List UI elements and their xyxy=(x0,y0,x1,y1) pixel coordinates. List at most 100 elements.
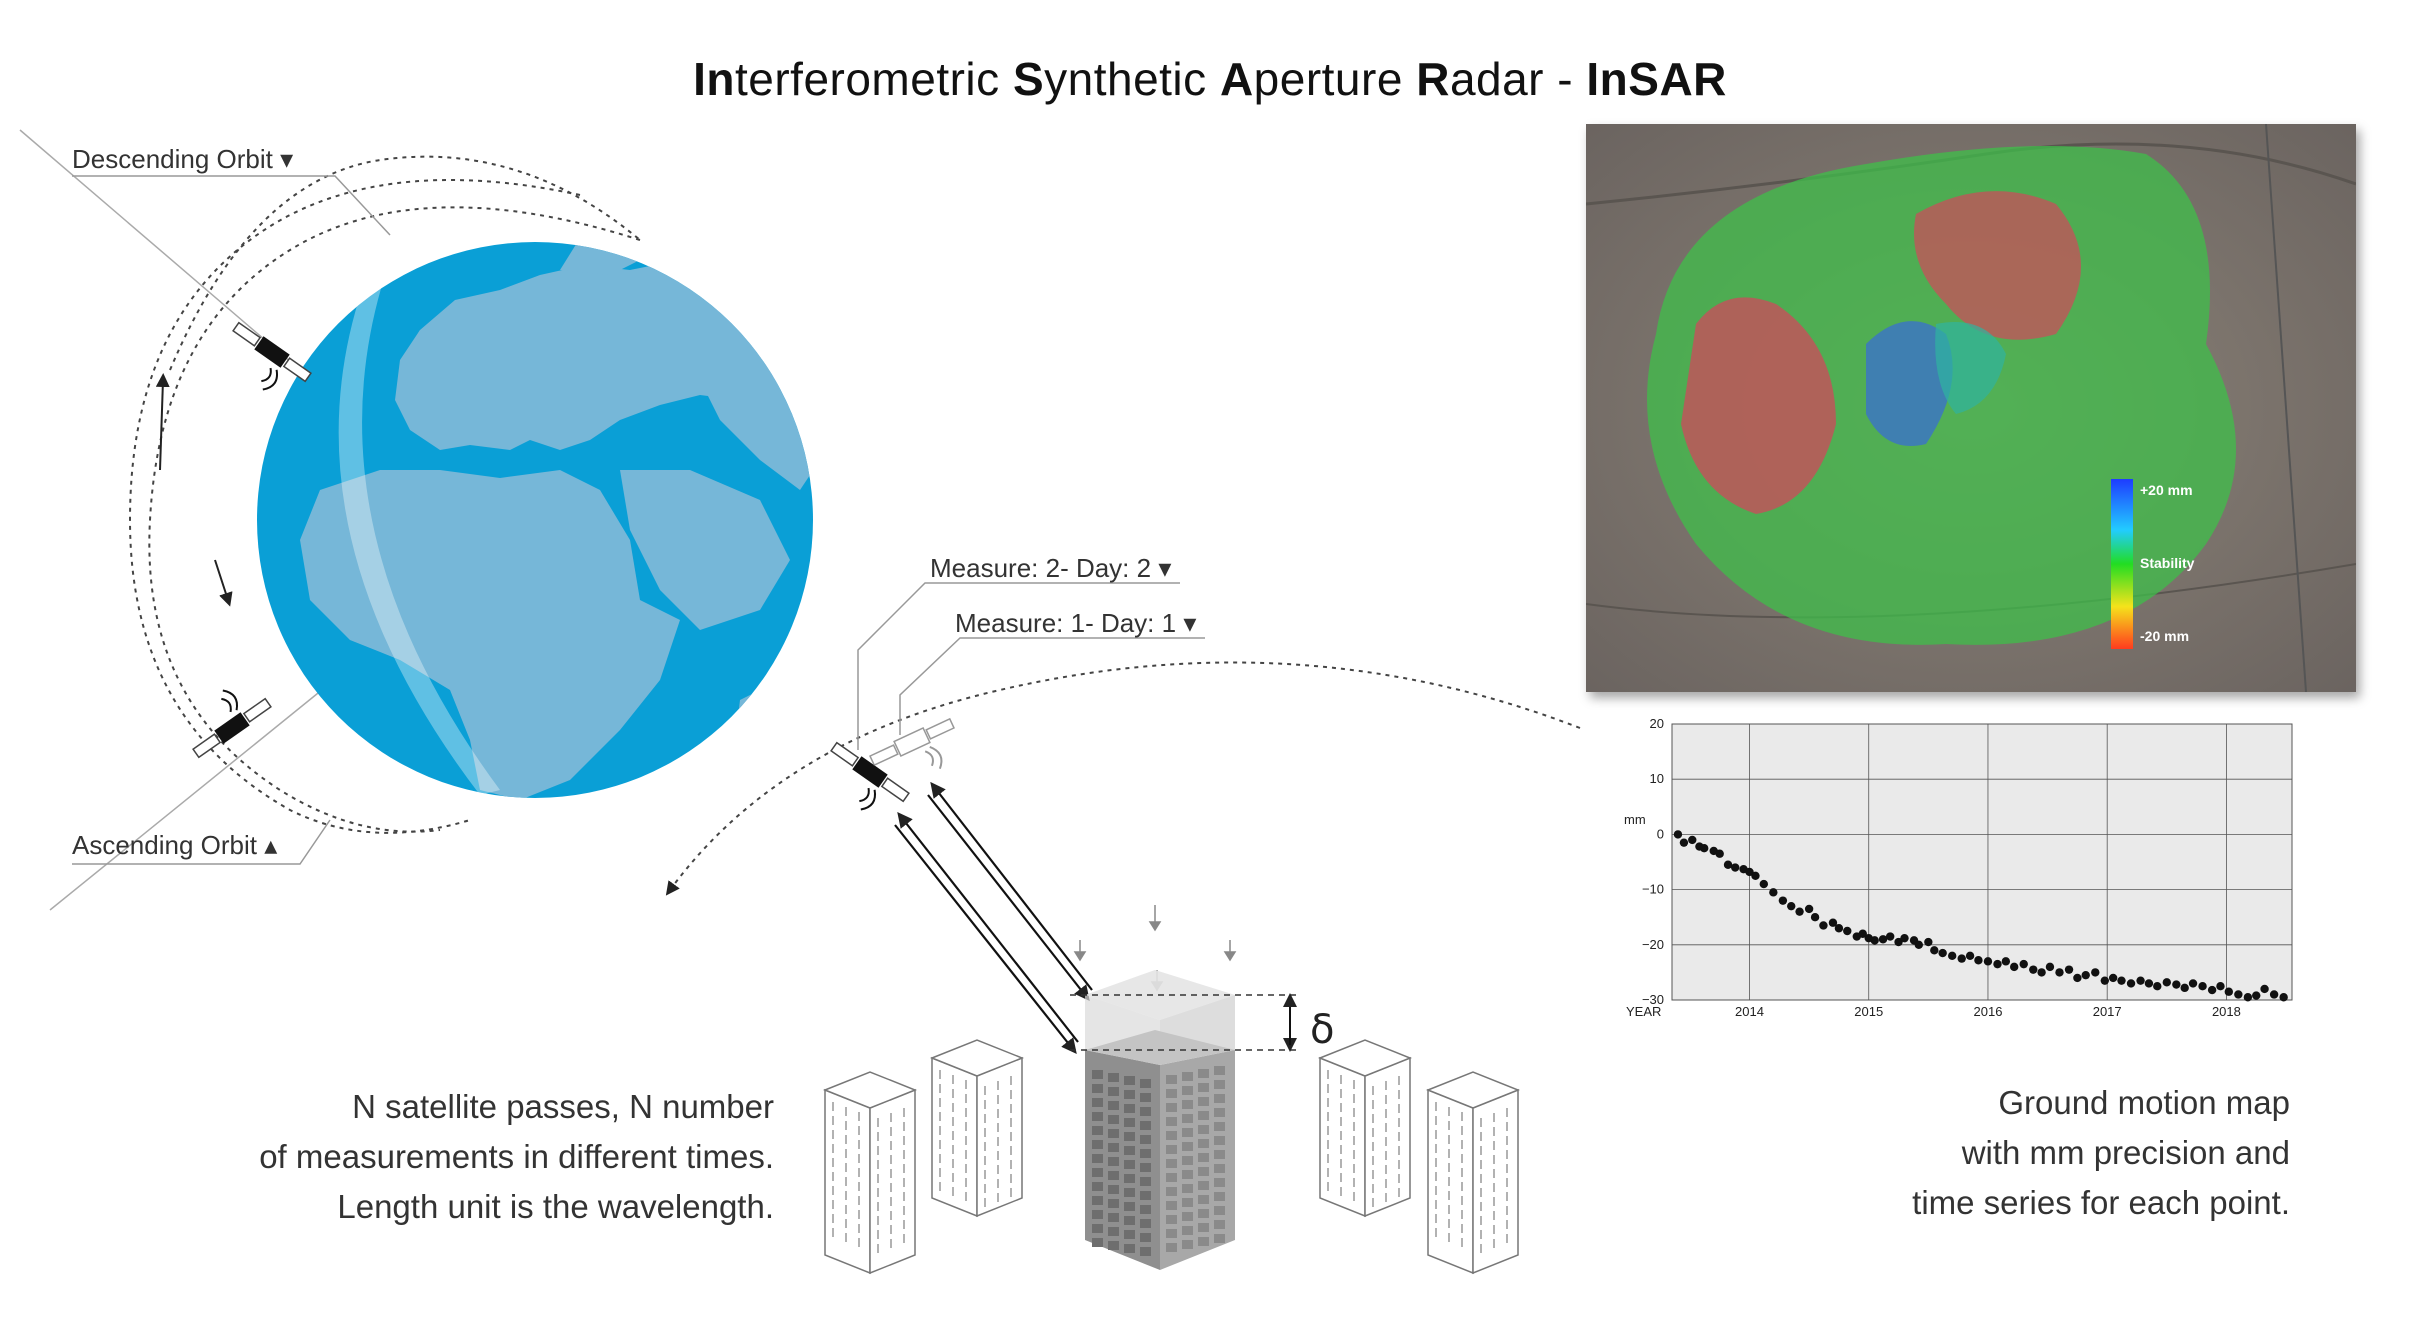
data-point xyxy=(2207,985,2217,995)
window xyxy=(1166,1243,1177,1252)
window xyxy=(1214,1094,1225,1103)
data-point xyxy=(2081,970,2090,980)
window xyxy=(1182,1170,1193,1179)
data-point xyxy=(1810,913,1820,922)
window xyxy=(1124,1216,1135,1225)
data-point xyxy=(2136,976,2145,985)
data-point xyxy=(1914,940,1924,949)
ground-motion-map: +20 mm Stability -20 mm xyxy=(1586,124,2356,692)
data-point xyxy=(2073,973,2082,983)
data-point xyxy=(1769,888,1778,897)
window xyxy=(1140,1247,1151,1256)
window xyxy=(1092,1210,1103,1219)
data-point xyxy=(2224,987,2234,996)
y-tick-label: 20 xyxy=(1650,716,1664,731)
caret-down-icon: ▾ xyxy=(1158,553,1172,583)
window xyxy=(1198,1069,1209,1078)
window xyxy=(1198,1223,1209,1232)
window xyxy=(1166,1229,1177,1238)
x-tick-label: 2016 xyxy=(1974,1004,2003,1019)
side-buildings xyxy=(822,1039,1521,1275)
caption-left-line: Length unit is the wavelength. xyxy=(337,1188,774,1225)
data-point xyxy=(2091,968,2100,977)
radar-beams xyxy=(894,781,1093,1055)
window xyxy=(1140,1079,1151,1088)
x-tick-label: 2017 xyxy=(2093,1004,2122,1019)
data-point xyxy=(2180,983,2189,993)
data-point xyxy=(2001,957,2011,966)
x-tick-label: 2015 xyxy=(1854,1004,1883,1019)
window xyxy=(1198,1237,1209,1246)
window xyxy=(1214,1220,1225,1229)
data-point xyxy=(1688,835,1697,845)
window xyxy=(1108,1073,1119,1082)
window xyxy=(1198,1195,1209,1204)
data-point xyxy=(1843,926,1852,936)
window xyxy=(1108,1157,1119,1166)
window xyxy=(1140,1135,1151,1144)
data-point xyxy=(1787,901,1796,911)
data-point xyxy=(2188,979,2198,988)
window xyxy=(1198,1209,1209,1218)
data-point xyxy=(2019,959,2028,969)
data-point xyxy=(1878,935,1888,944)
window xyxy=(1198,1083,1209,1092)
satellite-track-arc xyxy=(665,661,1581,896)
window xyxy=(1140,1191,1151,1200)
window xyxy=(1166,1089,1177,1098)
window xyxy=(1166,1103,1177,1112)
window xyxy=(1092,1224,1103,1233)
data-point xyxy=(1885,932,1895,941)
delta-symbol: δ xyxy=(1310,1007,1334,1053)
window xyxy=(1124,1230,1135,1239)
data-point xyxy=(1894,937,1903,947)
inner-orbit-path xyxy=(148,206,641,833)
window xyxy=(1092,1098,1103,1107)
legend-color-bar xyxy=(2111,479,2133,649)
data-point xyxy=(1930,946,1939,955)
window xyxy=(1198,1153,1209,1162)
data-point xyxy=(2117,976,2126,985)
window xyxy=(1124,1090,1135,1099)
data-point xyxy=(2172,980,2181,989)
window xyxy=(1166,1215,1177,1224)
window xyxy=(1140,1107,1151,1116)
data-point xyxy=(2029,965,2038,974)
window xyxy=(1108,1101,1119,1110)
window xyxy=(1092,1126,1103,1135)
data-point xyxy=(1819,921,1828,930)
side-building xyxy=(1317,1039,1413,1218)
y-tick-label: −30 xyxy=(1642,992,1664,1007)
window xyxy=(1182,1114,1193,1123)
central-building xyxy=(1085,970,1235,1270)
window xyxy=(1198,1181,1209,1190)
window xyxy=(1182,1198,1193,1207)
window xyxy=(1092,1154,1103,1163)
data-point xyxy=(2269,990,2279,999)
data-point xyxy=(2045,962,2055,972)
window xyxy=(1198,1139,1209,1148)
y-axis-label: mm xyxy=(1624,812,1646,827)
window xyxy=(1124,1202,1135,1211)
data-point xyxy=(2198,982,2207,991)
legend-mid-label: Stability xyxy=(2140,555,2195,571)
data-point xyxy=(1673,830,1683,839)
data-point xyxy=(2162,978,2172,987)
window xyxy=(1182,1226,1193,1235)
satellite-day1-icon xyxy=(869,717,955,770)
y-tick-label: 0 xyxy=(1657,826,1664,841)
earth-globe xyxy=(257,242,813,798)
data-point xyxy=(2100,976,2110,985)
window xyxy=(1140,1205,1151,1214)
satellite-icon xyxy=(232,321,312,391)
x-axis-label: YEAR xyxy=(1626,1004,1661,1019)
window xyxy=(1124,1104,1135,1113)
data-point xyxy=(2234,990,2243,999)
window xyxy=(1182,1086,1193,1095)
satellite-day2-icon xyxy=(830,741,910,811)
window xyxy=(1214,1178,1225,1187)
window xyxy=(1140,1177,1151,1186)
window xyxy=(1214,1164,1225,1173)
satellite-icon xyxy=(192,689,272,759)
